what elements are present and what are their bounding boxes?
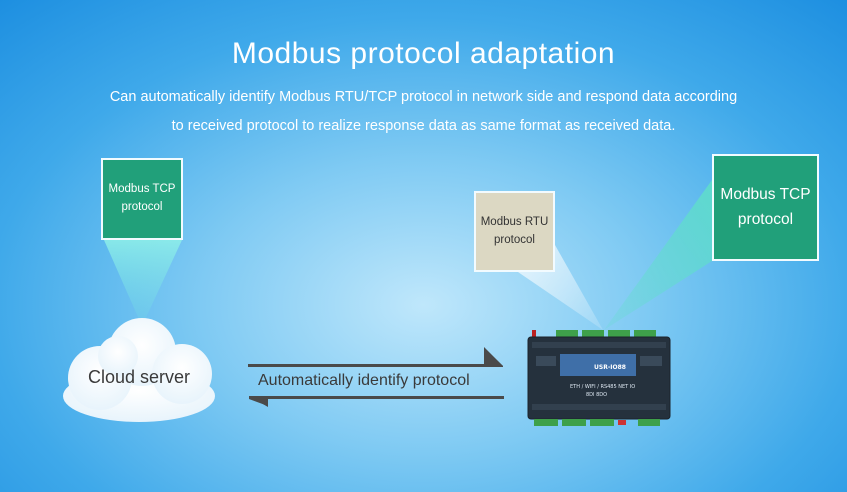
beam-right — [604, 180, 712, 330]
cloud-server-label: Cloud server — [87, 367, 191, 387]
io-controller-device — [527, 330, 671, 426]
box-label-line-1: Modbus TCP — [720, 186, 811, 204]
arrow-label: Automatically identify protocol — [258, 372, 470, 389]
description-line-2: to received protocol to realize response… — [171, 118, 676, 134]
description-line-1: Can automatically identify Modbus RTU/TC… — [109, 89, 738, 105]
beam-left — [104, 240, 182, 326]
box-label-line-2: protocol — [494, 233, 535, 246]
page-title: Modbus protocol adaptation — [231, 37, 616, 70]
modbus-tcp-box-left: Modbus TCP protocol — [101, 158, 183, 240]
box-label-line-2: protocol — [737, 210, 794, 228]
device-subtitle: 8DI 8DO — [586, 392, 608, 398]
box-label-line-1: Modbus TCP — [108, 183, 176, 196]
device-model: ETH / WIFI / RS485 NET IO — [570, 384, 636, 390]
box-label-line-1: Modbus RTU — [480, 215, 549, 228]
cloud-icon — [63, 318, 215, 422]
device-brand: USR-IO88 — [594, 364, 626, 371]
terminal-top — [556, 330, 656, 337]
modbus-rtu-box: Modbus RTU protocol — [474, 191, 555, 272]
box-label-line-2: protocol — [121, 201, 163, 213]
bidirectional-arrows — [248, 347, 504, 407]
modbus-tcp-box-right: Modbus TCP protocol — [712, 154, 819, 261]
terminal-bottom — [534, 419, 660, 426]
